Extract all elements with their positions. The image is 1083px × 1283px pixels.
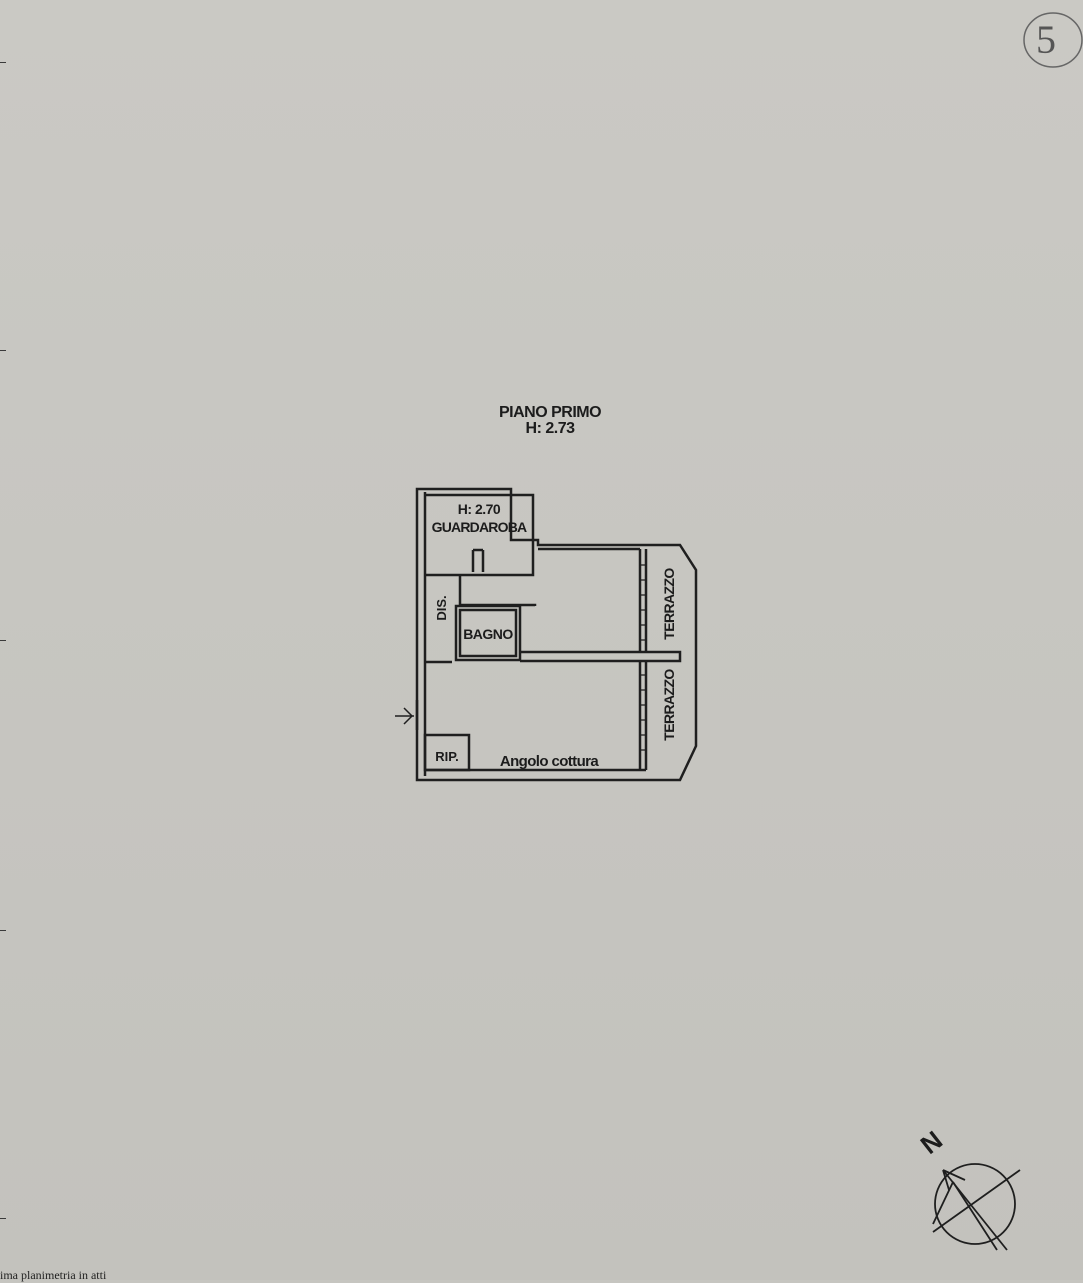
margin-tick xyxy=(0,350,6,351)
railing-hatch xyxy=(640,564,646,751)
compass-pointer xyxy=(932,1181,998,1251)
floor-plan: H: 2.70 GUARDAROBA BAGNO DIS. TERRAZZO T… xyxy=(395,487,698,782)
floor-name: PIANO PRIMO xyxy=(498,404,602,421)
margin-tick xyxy=(0,1218,6,1219)
central-wall xyxy=(520,650,682,663)
plan-title: PIANO PRIMO H: 2.73 xyxy=(470,405,630,437)
margin-tick xyxy=(0,62,6,63)
footer-fragment: ima planimetria in atti xyxy=(0,1268,107,1282)
margin-tick xyxy=(0,640,6,641)
floor-height: H: 2.73 xyxy=(525,420,575,437)
bagno-inner xyxy=(458,608,518,658)
compass-arrow xyxy=(932,1169,1021,1251)
page-number-circle xyxy=(1023,12,1083,68)
dis-wall xyxy=(458,576,537,607)
dis-label: DIS. xyxy=(434,595,449,620)
bagno-walls xyxy=(454,604,522,662)
terrace-railing-lower xyxy=(638,661,648,770)
terrazzo-lower-label: TERRAZZO xyxy=(661,669,677,741)
page-number-text: 5 xyxy=(1036,17,1056,62)
guardaroba-door xyxy=(471,548,485,572)
terrace-railing-upper xyxy=(638,549,648,652)
margin-tick xyxy=(0,930,6,931)
terrazzo-upper-label: TERRAZZO xyxy=(661,568,677,640)
rip-label: RIP. xyxy=(435,749,459,764)
angolo-cottura-label: Angolo cottura xyxy=(500,753,600,770)
north-compass-icon: N xyxy=(915,1125,1021,1251)
outer-wall xyxy=(415,487,698,782)
guardaroba-label: GUARDAROBA xyxy=(432,519,527,535)
rip-walls xyxy=(423,733,471,772)
guardaroba-height: H: 2.70 xyxy=(458,501,501,517)
guardaroba-walls xyxy=(425,493,535,577)
compass-circle xyxy=(934,1163,1016,1245)
north-label: N xyxy=(915,1125,948,1160)
handwritten-page-number: 5 xyxy=(1022,10,1083,70)
entrance-arrow-icon xyxy=(395,707,414,725)
bagno-label: BAGNO xyxy=(463,626,513,642)
